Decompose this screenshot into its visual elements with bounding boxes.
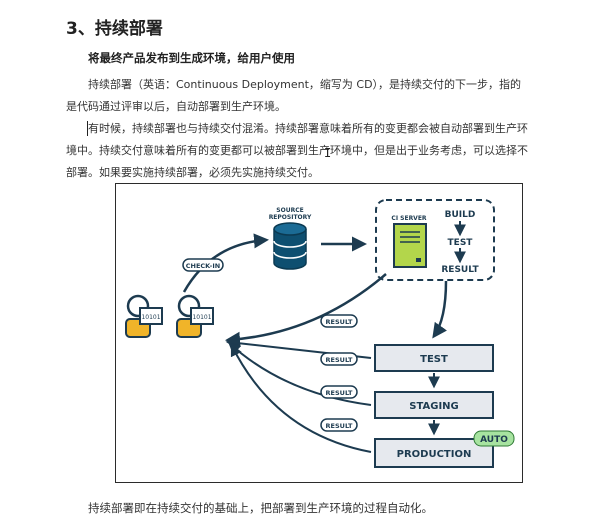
ci-result-arrow — [225, 273, 387, 347]
staging-result-arrow — [228, 342, 372, 406]
stage-production-label: PRODUCTION — [397, 449, 472, 460]
result-tag-production — [320, 418, 358, 432]
result-tag-staging — [320, 385, 358, 399]
result-tag-ci-label: RESULT — [326, 318, 353, 326]
result-tag-test — [320, 352, 358, 366]
clipped-previous-line — [22, 0, 582, 3]
paragraph-definition: 持续部署（英语：Continuous Deployment，缩写为 CD），是持… — [66, 78, 522, 113]
stage-production: PRODUCTION — [374, 438, 494, 468]
text-caret — [87, 121, 88, 136]
result-tag-ci — [320, 314, 358, 328]
developer-2-icon: 10101 — [176, 294, 214, 338]
ci-server-box — [375, 199, 495, 281]
auto-badge: AUTO — [473, 430, 515, 447]
result-small-label: RESULT — [441, 265, 479, 275]
build-label: BUILD — [445, 210, 476, 220]
binary-text-1: 10101 — [141, 314, 160, 321]
test-small-label: TEST — [448, 238, 474, 248]
check-in-arrow — [182, 233, 269, 293]
check-in-tag — [182, 258, 224, 272]
stage-test: TEST — [374, 344, 494, 372]
result-tag-test-label: RESULT — [326, 356, 353, 364]
section-subheading: 将最终产品发布到生成环境，给用户使用 — [88, 51, 295, 65]
paragraph-distinction: 有时候，持续部署也与持续交付混淆。持续部署意味着所有的变更都会被自动部署到生产环… — [66, 122, 528, 179]
ci-server-label: CI SERVER — [391, 215, 427, 222]
stage-staging-label: STAGING — [409, 401, 459, 412]
auto-badge-label: AUTO — [480, 435, 508, 445]
stage-staging: STAGING — [374, 391, 494, 419]
continuous-deployment-diagram: 10101 10101 CHECK-IN SOURCE REPOSITORY — [115, 183, 523, 483]
ibeam-cursor-icon: I — [324, 146, 332, 160]
repository-label-2: REPOSITORY — [269, 214, 312, 221]
diagram-caption: 持续部署即在持续交付的基础上，把部署到生产环境的过程自动化。 — [88, 501, 433, 515]
ci-to-test-arrow — [432, 280, 448, 339]
result-tag-production-label: RESULT — [326, 422, 353, 430]
database-icon — [273, 222, 307, 270]
repository-label-1: SOURCE — [276, 207, 303, 214]
production-result-arrow — [230, 343, 372, 453]
result-tag-staging-label: RESULT — [326, 389, 353, 397]
server-icon — [393, 223, 427, 268]
section-title: 3、持续部署 — [66, 19, 163, 39]
check-in-label: CHECK-IN — [186, 262, 220, 270]
stage-test-label: TEST — [420, 354, 448, 365]
developer-1-icon: 10101 — [125, 294, 163, 338]
diagram-svg: 10101 10101 CHECK-IN SOURCE REPOSITORY — [125, 199, 515, 468]
binary-text-2: 10101 — [192, 314, 211, 321]
